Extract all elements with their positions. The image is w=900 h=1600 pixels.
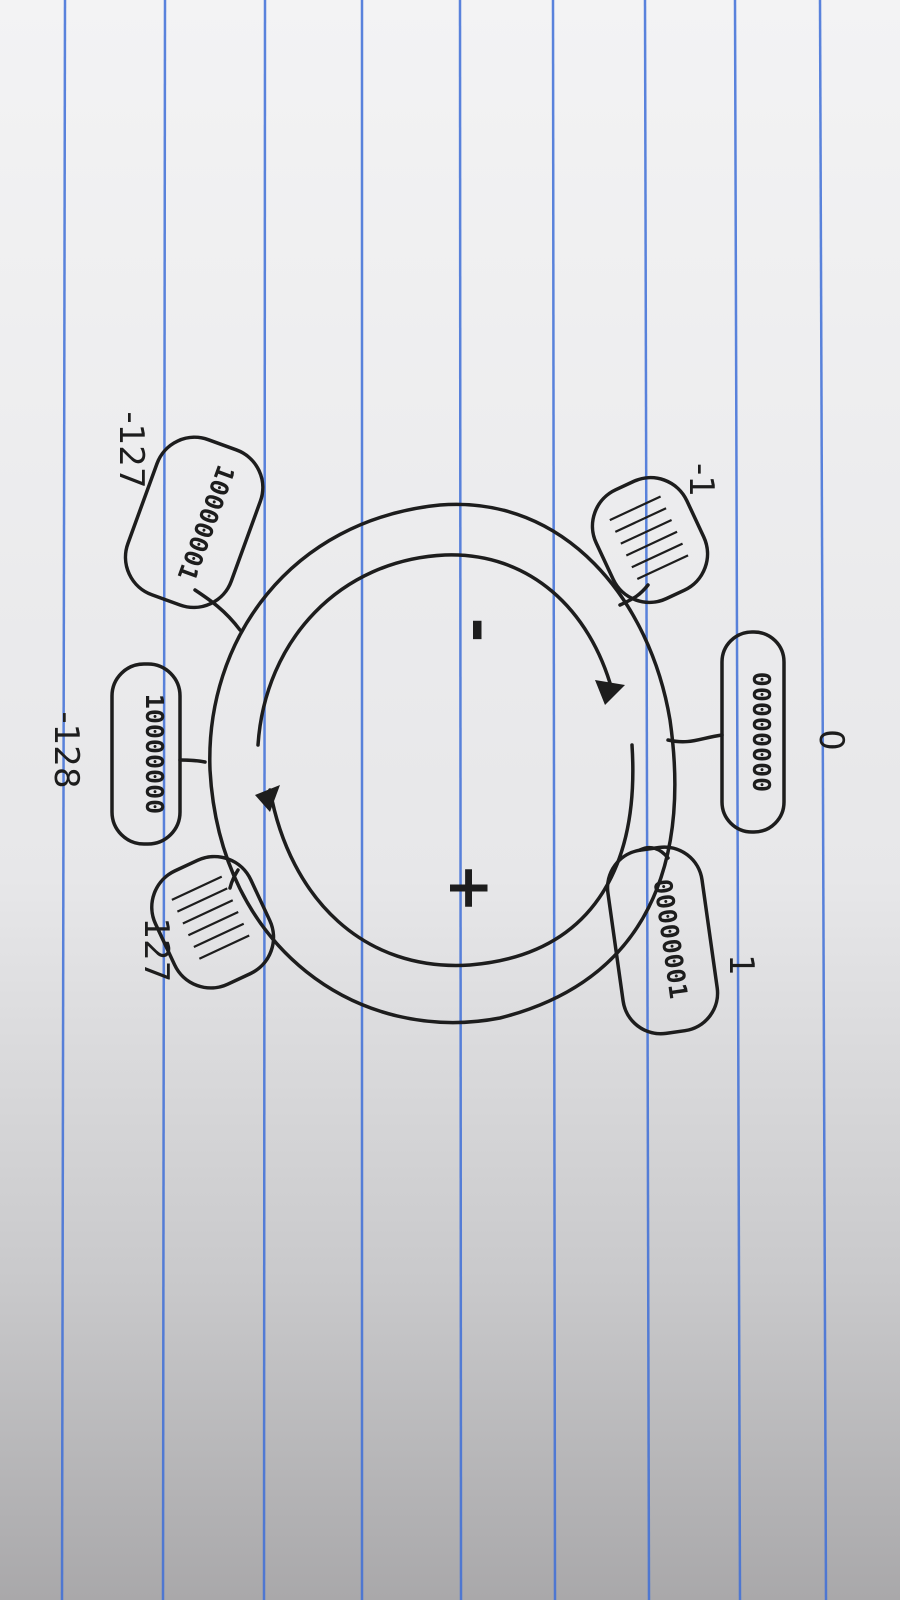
arrowhead-left-icon (255, 785, 280, 812)
negative-sign: - (445, 618, 515, 643)
label-minus-one: -1 (681, 463, 721, 497)
inner-ring-lower (268, 743, 635, 968)
label-minus-128: -128 (46, 711, 86, 788)
bits-one: 00000001 (648, 877, 693, 1000)
bits-zero: 00000000 (747, 672, 776, 792)
bits-minus-128: 10000000 (140, 694, 169, 814)
rule-lines (60, 0, 828, 1600)
label-minus-127: -127 (111, 411, 151, 488)
label-one: 1 (721, 954, 761, 976)
bubble-minus-127: 10000001 -127 (111, 411, 265, 632)
bubble-minus-one: -1 (590, 463, 721, 607)
bubble-minus-128: 10000000 -128 (46, 662, 207, 846)
bits-minus-127: 10000001 (172, 461, 240, 584)
positive-sign: + (435, 863, 505, 913)
bubble-127: 127 (136, 854, 276, 990)
outer-ring (208, 502, 677, 1025)
label-127: 127 (136, 918, 176, 983)
inner-ring (256, 553, 614, 747)
label-zero: 0 (811, 729, 851, 751)
arrowhead-right-icon (595, 680, 625, 705)
bubble-zero: 00000000 0 (666, 630, 851, 834)
